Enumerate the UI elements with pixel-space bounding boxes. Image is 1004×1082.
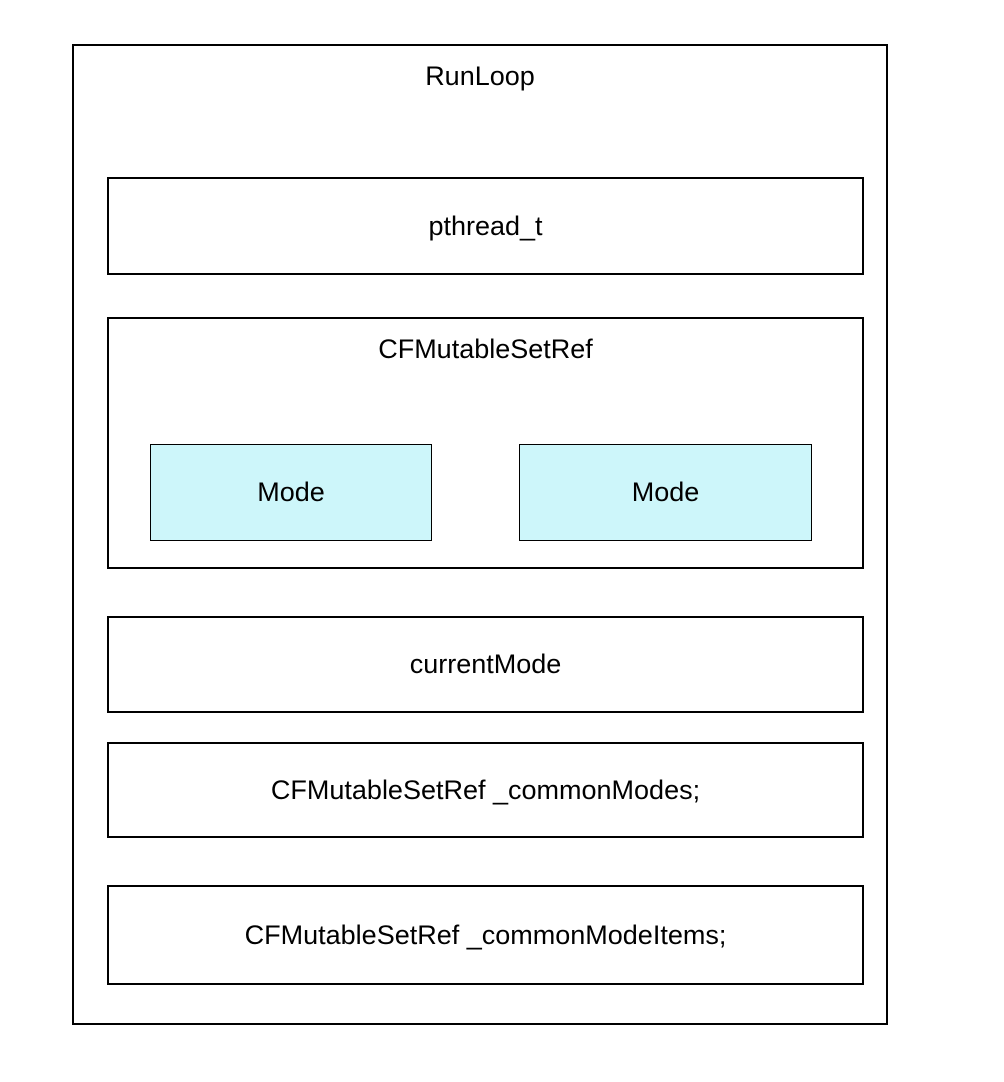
commonmodeitems-label: CFMutableSetRef _commonModeItems; [244,919,727,950]
commonmodes-box: CFMutableSetRef _commonModes; [107,742,864,838]
mode-box-1: Mode [150,444,432,541]
commonmodes-label: CFMutableSetRef _commonModes; [270,774,701,805]
runloop-box: RunLoop pthread_t CFMutableSetRef Mode M… [72,44,888,1025]
pthread-box: pthread_t [107,177,864,275]
runloop-title: RunLoop [425,61,535,91]
mode-1-label: Mode [257,477,325,507]
mode-box-2: Mode [519,444,812,541]
currentmode-box: currentMode [107,616,864,713]
pthread-label: pthread_t [428,210,543,241]
cfmutablesetref-box: CFMutableSetRef Mode Mode [107,317,864,569]
cfmutablesetref-title: CFMutableSetRef [378,334,593,364]
commonmodeitems-box: CFMutableSetRef _commonModeItems; [107,885,864,985]
mode-2-label: Mode [631,477,700,507]
currentmode-label: currentMode [409,649,562,679]
